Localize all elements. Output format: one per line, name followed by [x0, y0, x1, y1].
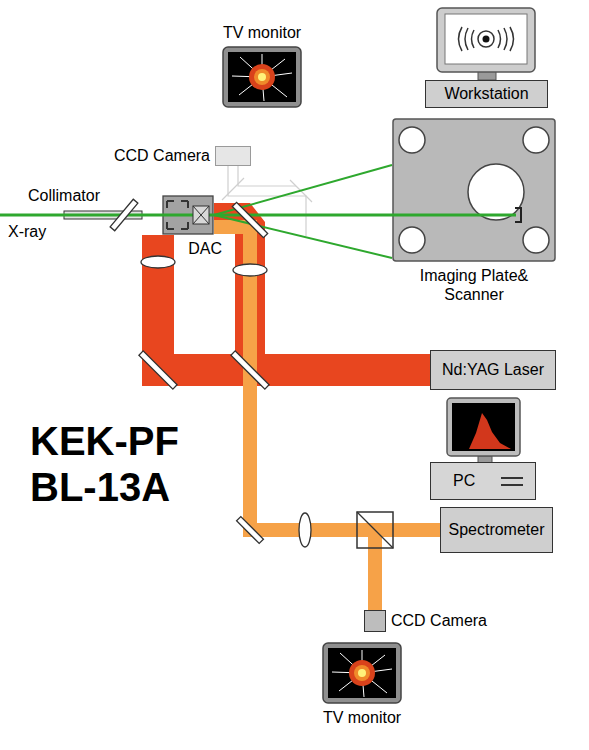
figure-title: KEK-PF BL-13A [30, 418, 230, 510]
tv-part [258, 73, 266, 81]
dac-part [193, 206, 209, 224]
tv-monitor: TV monitor [222, 46, 302, 108]
ring-arcs [498, 27, 514, 51]
tv-part [254, 69, 270, 85]
ccd-camera: CCD Camera [215, 146, 251, 166]
part-label: Collimator [28, 186, 100, 205]
ip-part [523, 227, 549, 253]
x-ray-beam [0, 214, 162, 217]
tv-part [323, 643, 401, 703]
dac-part [163, 196, 213, 234]
beam-splitter [231, 351, 269, 389]
cube-diagonal [357, 512, 393, 548]
monitor-screen [445, 14, 527, 64]
ring-center [483, 36, 490, 43]
tv-monitor: TV monitor [322, 642, 402, 704]
lens [141, 256, 175, 268]
periscope-mirror [222, 178, 312, 202]
tv-part [249, 64, 275, 90]
ip-part [468, 164, 524, 220]
ip-part [399, 127, 425, 153]
pc-box: PC [430, 462, 536, 500]
tv-part [232, 54, 292, 101]
device-label: DAC [188, 239, 222, 258]
beam-splitter-cube [357, 512, 393, 548]
tv-part [358, 669, 366, 677]
pc-shape [431, 463, 537, 501]
lens [299, 513, 311, 547]
mirror [237, 517, 264, 544]
dac-shape [162, 195, 214, 235]
mirror [110, 199, 138, 230]
ip-part [399, 227, 425, 253]
tv-part [328, 648, 396, 698]
pc-part [501, 478, 523, 485]
ip-part [515, 208, 521, 222]
tv-part [228, 52, 296, 102]
ring-arcs [459, 27, 475, 51]
ip-part [399, 127, 549, 253]
ip-part [523, 127, 549, 153]
tv-part [332, 650, 392, 697]
mirror [232, 202, 267, 237]
ip-part [393, 119, 555, 261]
monitor-frame [437, 8, 535, 72]
device-label: Imaging Plate& Scanner [399, 266, 549, 304]
tv-shape [322, 642, 402, 704]
device-label: CCD Camera [391, 611, 487, 630]
monitor-frame [447, 398, 520, 456]
emission-beam [214, 227, 375, 610]
laser-beam [158, 235, 430, 370]
tv-part [349, 660, 375, 686]
tv-part [354, 665, 370, 681]
tv-part [223, 47, 301, 107]
device-label: CCD Camera [114, 146, 210, 165]
monitor-screen [452, 403, 515, 451]
ccd-camera: CCD Camera [364, 610, 386, 632]
imaging-plate-scanner: Imaging Plate& Scanner [392, 118, 556, 262]
ring [478, 31, 494, 47]
box-label: Nd:YAG Laser [442, 360, 544, 379]
mirror [139, 351, 177, 389]
tv-shape [222, 46, 302, 108]
diffracted-ray [214, 215, 392, 258]
periscope-line [238, 166, 296, 186]
ip-shape [392, 118, 556, 262]
diffracted-beams [214, 165, 392, 258]
box-label: Workstation [444, 84, 528, 103]
part-label: X-ray [8, 222, 46, 241]
diffraction-pattern [459, 27, 514, 51]
diamond-anvil-cell: DAC [162, 195, 214, 235]
workstation-box: Workstation [425, 80, 548, 108]
dac-part [193, 206, 209, 224]
box-label: PC [453, 471, 475, 490]
pc-monitor [447, 398, 520, 463]
workstation-monitor [437, 8, 535, 80]
spectrometer-box: Spectrometer [440, 507, 553, 553]
ip-part [392, 214, 516, 217]
spectrum-curve [456, 413, 511, 449]
device-label: TV monitor [323, 708, 401, 727]
device-label: TV monitor [223, 23, 301, 42]
lens [233, 264, 267, 276]
laser-box: Nd:YAG Laser [430, 350, 556, 390]
box-label: Spectrometer [448, 520, 544, 539]
